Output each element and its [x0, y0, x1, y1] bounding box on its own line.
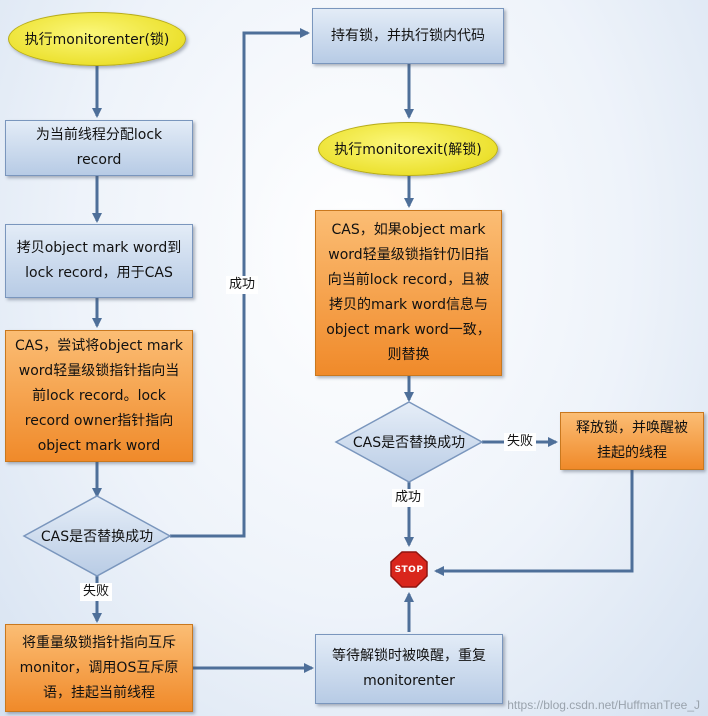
- decision-left-shape: [22, 495, 172, 577]
- cas-release-label: CAS，如果object mark word轻量级锁指针仍旧指 向当前lock …: [326, 222, 491, 363]
- decision-right-shape: [334, 401, 484, 483]
- edge-label-fail-right: 失败: [504, 433, 537, 451]
- decision-left-label: CAS是否替换成功: [40, 529, 154, 545]
- edge-label-fail-left: 失败: [80, 583, 113, 601]
- watermark: https://blog.csdn.net/HuffmanTree_J: [507, 698, 700, 712]
- cas-release-box: CAS，如果object mark word轻量级锁指针仍旧指 向当前lock …: [315, 210, 502, 376]
- copy-mark-word-label: 拷贝object mark word到 lock record，用于CAS: [16, 240, 182, 281]
- stop-sign-shape: [390, 551, 428, 588]
- exit-terminal: 执行monitorexit(解锁): [318, 122, 498, 176]
- hold-lock-box: 持有锁，并执行锁内代码: [312, 8, 504, 64]
- copy-mark-word-box: 拷贝object mark word到 lock record，用于CAS: [5, 224, 193, 298]
- edge-label-success-up: 成功: [226, 276, 259, 294]
- arrow-release-to-stop: [434, 470, 634, 576]
- edge-label-success-down: 成功: [392, 489, 425, 507]
- wait-wakeup-box: 等待解锁时被唤醒，重复 monitorenter: [315, 634, 503, 704]
- stop-sign-label: STOP: [394, 564, 424, 575]
- cas-try-label: CAS，尝试将object mark word轻量级锁指针指向当 前lock r…: [15, 337, 183, 454]
- hold-lock-label: 持有锁，并执行锁内代码: [331, 27, 485, 44]
- inflate-heavyweight-label: 将重量级锁指针指向互斥 monitor，调用OS互斥原 语，挂起当前线程: [19, 634, 179, 701]
- alloc-lock-record-label: 为当前线程分配lock record: [35, 127, 163, 168]
- release-wake-box: 释放锁，并唤醒被 挂起的线程: [560, 412, 704, 470]
- wait-wakeup-label: 等待解锁时被唤醒，重复 monitorenter: [332, 648, 486, 689]
- release-wake-label: 释放锁，并唤醒被 挂起的线程: [576, 420, 688, 461]
- stop-sign: STOP: [391, 552, 427, 587]
- decision-left-text: CAS是否替换成功: [24, 521, 170, 551]
- cas-try-box: CAS，尝试将object mark word轻量级锁指针指向当 前lock r…: [5, 330, 193, 462]
- decision-right-text: CAS是否替换成功: [336, 427, 482, 457]
- start-terminal-label: 执行monitorenter(锁): [24, 32, 170, 48]
- decision-right-label: CAS是否替换成功: [352, 435, 466, 451]
- inflate-heavyweight-box: 将重量级锁指针指向互斥 monitor，调用OS互斥原 语，挂起当前线程: [5, 624, 193, 712]
- start-terminal: 执行monitorenter(锁): [8, 12, 186, 66]
- exit-terminal-label: 执行monitorexit(解锁): [334, 142, 482, 158]
- alloc-lock-record-box: 为当前线程分配lock record: [5, 120, 193, 176]
